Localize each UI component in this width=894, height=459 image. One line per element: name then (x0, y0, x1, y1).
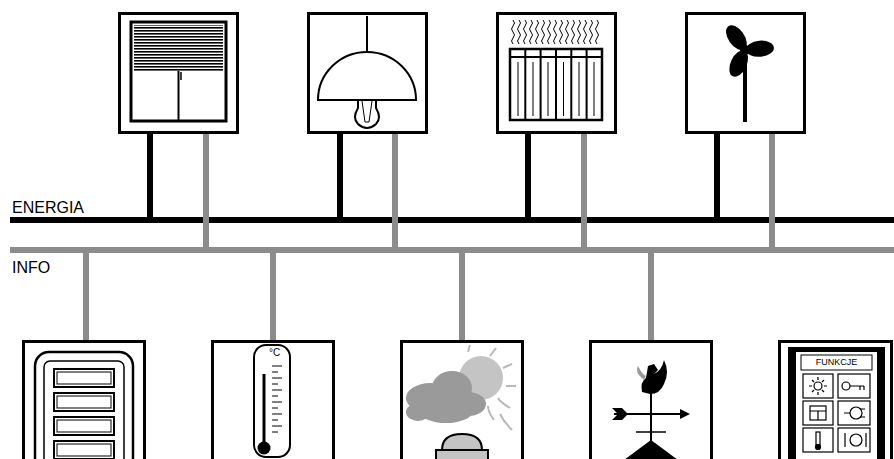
thermometer-icon (254, 345, 290, 457)
unit-label: °C (269, 347, 280, 358)
control-panel-icon (788, 347, 885, 459)
lamp-icon (318, 16, 416, 128)
energy-bus (10, 217, 894, 223)
bus-name: INFO (12, 259, 50, 276)
weather-vane-icon (612, 360, 690, 459)
panel-heading: FUNKCJE (801, 357, 872, 367)
blind-icon (131, 22, 226, 121)
switch-icon (35, 352, 133, 459)
weather-icon (406, 345, 516, 459)
info-bus (10, 247, 894, 253)
sensor-boxes (24, 342, 892, 459)
device-boxes (120, 14, 805, 133)
sensor-legs (83, 251, 654, 342)
bus-name: ENERGIA (12, 199, 84, 216)
radiator-icon (510, 20, 602, 120)
device-legs (147, 132, 775, 249)
fan-icon (722, 22, 775, 122)
